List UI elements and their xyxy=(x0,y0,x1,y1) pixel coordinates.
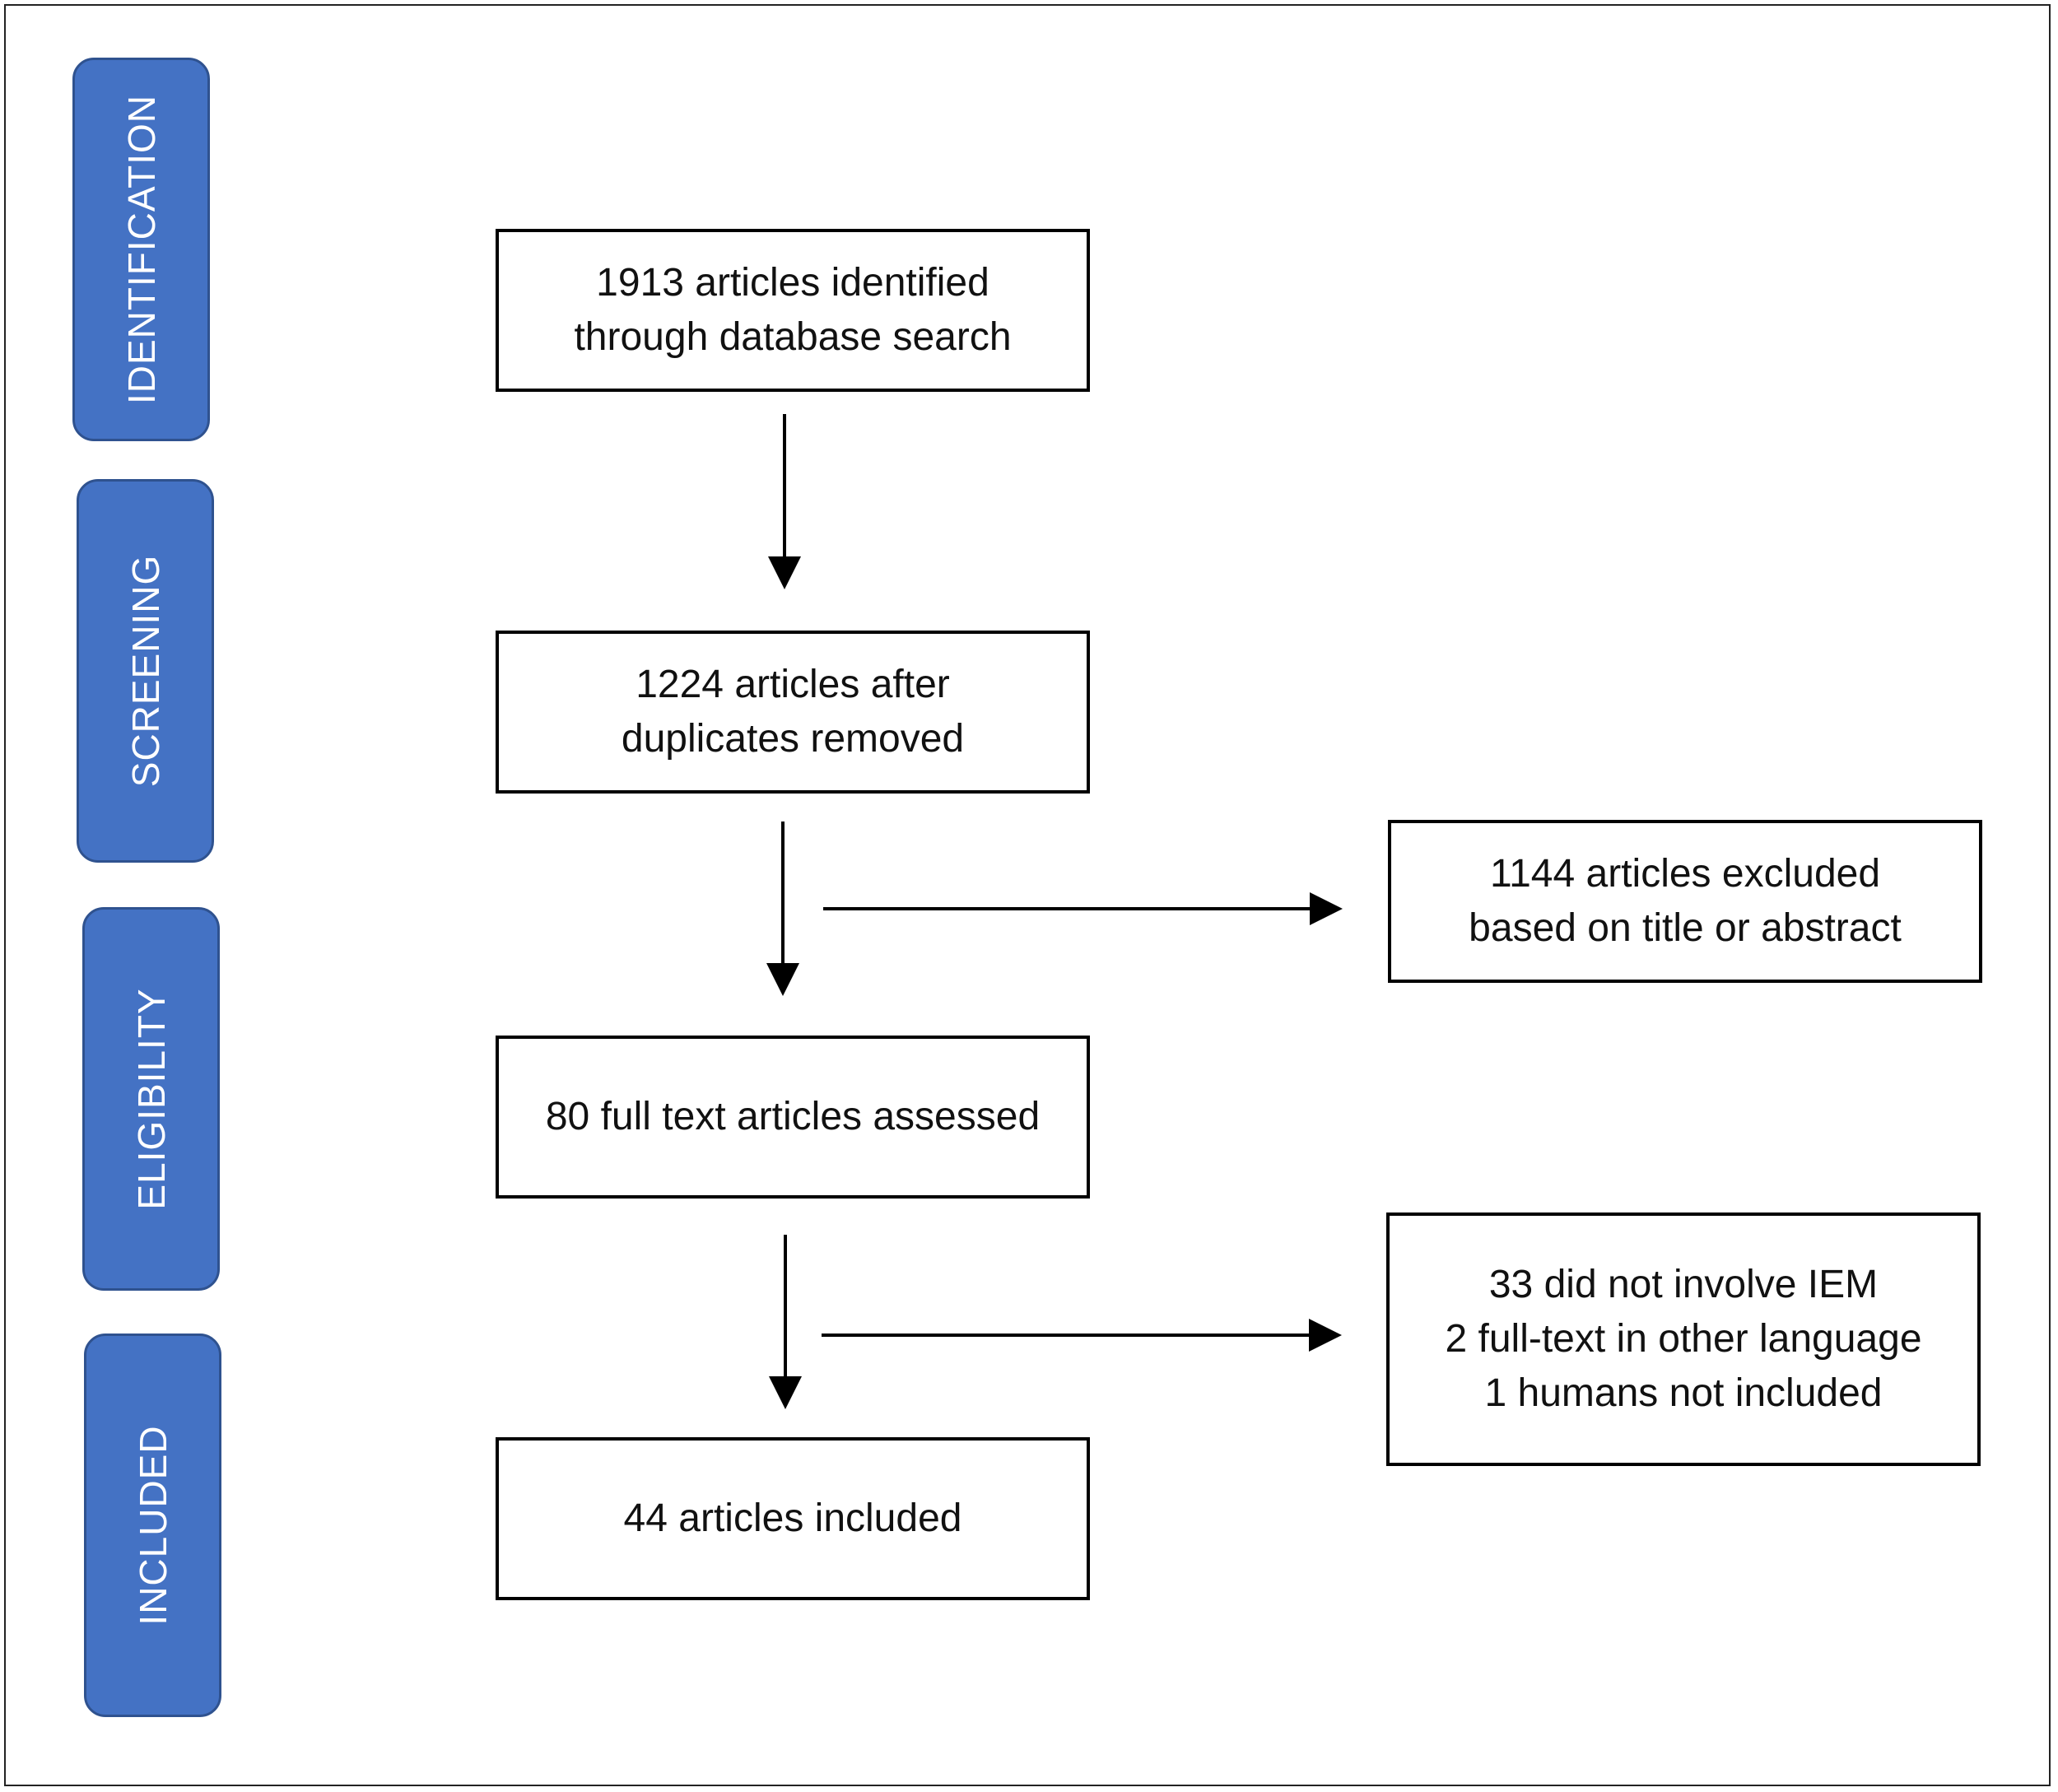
box-excluded-fulltext-line1: 33 did not involve IEM xyxy=(1488,1263,1879,1306)
stage-included: INCLUDED xyxy=(84,1334,221,1717)
stage-screening: SCREENING xyxy=(77,479,214,863)
stage-eligibility: ELIGIBILITY xyxy=(82,907,220,1291)
figure-frame xyxy=(4,4,2051,1786)
box-assessed: 80 full text articles assessed xyxy=(496,1036,1090,1199)
box-screened-line2: duplicates removed xyxy=(621,717,965,761)
box-included-line1: 44 articles included xyxy=(623,1496,962,1540)
box-excluded-fulltext: 33 did not involve IEM 2 full-text in ot… xyxy=(1386,1213,1981,1466)
box-excluded-title-line1: 1144 articles excluded xyxy=(1489,852,1881,896)
box-excluded-fulltext-line2: 2 full-text in other language xyxy=(1445,1317,1922,1361)
box-identified-line1: 1913 articles identified xyxy=(596,261,989,305)
box-identified: 1913 articles identified through databas… xyxy=(496,229,1090,392)
box-assessed-line1: 80 full text articles assessed xyxy=(545,1095,1041,1138)
box-excluded-title-line2: based on title or abstract xyxy=(1469,906,1902,950)
box-excluded-title: 1144 articles excluded based on title or… xyxy=(1388,820,1982,983)
box-screened-line1: 1224 articles after xyxy=(636,663,950,706)
box-excluded-fulltext-line3: 1 humans not included xyxy=(1484,1371,1883,1415)
box-screened: 1224 articles after duplicates removed xyxy=(496,631,1090,794)
stage-identification: IDENTIFICATION xyxy=(72,58,210,441)
box-included: 44 articles included xyxy=(496,1437,1090,1600)
box-identified-line2: through database search xyxy=(574,315,1012,359)
